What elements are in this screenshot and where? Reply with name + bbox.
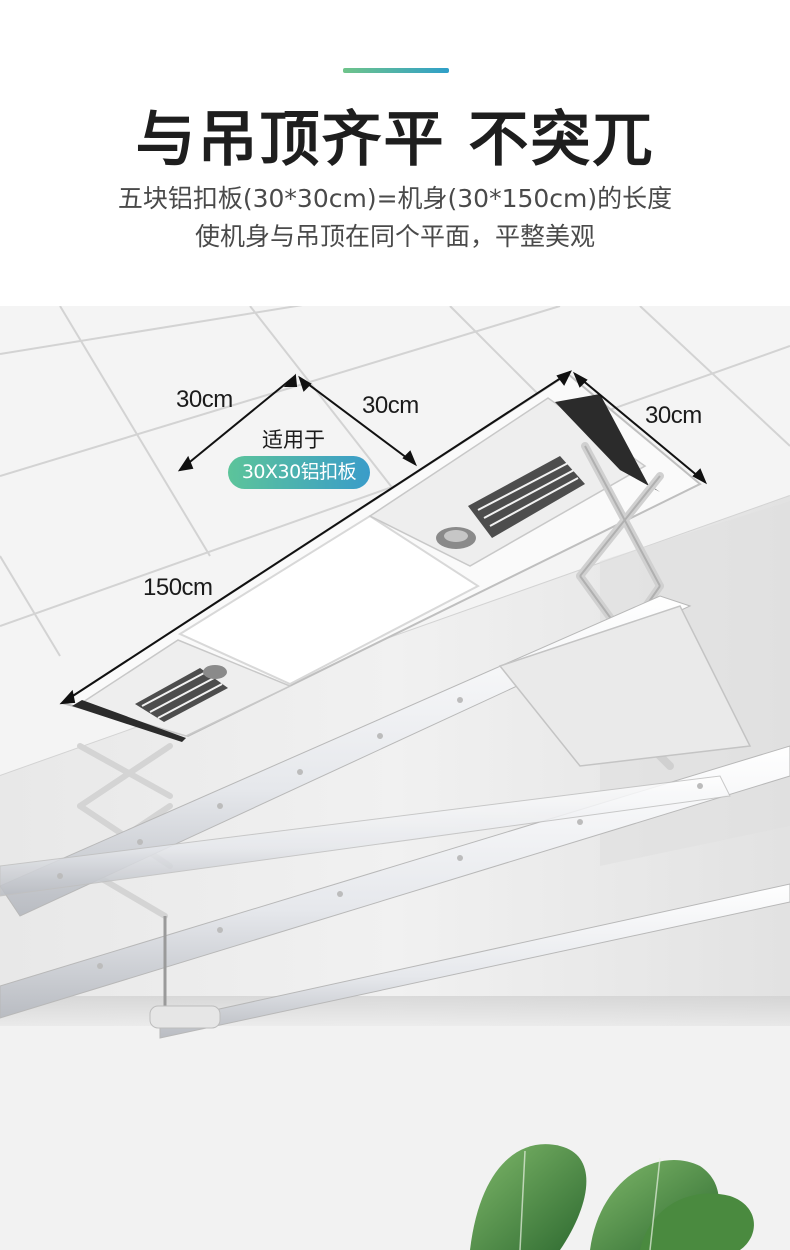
- subtitle-line-1: 五块铝扣板(30*30cm)=机身(30*150cm)的长度: [117, 184, 673, 213]
- page-title: 与吊顶齐平 不突兀: [135, 105, 655, 175]
- suitable-for-label: 适用于: [262, 428, 325, 452]
- subtitle-line-2: 使机身与吊顶在同个平面，平整美观: [194, 222, 595, 251]
- dimension-label-panel-width: 30cm: [176, 386, 233, 413]
- ceiling-unit: [59, 372, 702, 742]
- dimension-lines: [59, 370, 708, 705]
- dimension-label-panel-depth: 30cm: [362, 392, 419, 419]
- dimension-label-unit-width: 30cm: [645, 402, 702, 429]
- product-scene: 30cm 30cm 30cm 150cm: [0, 306, 790, 1250]
- drying-rods: [0, 595, 790, 1039]
- drying-rack-illustration: [0, 306, 790, 1250]
- accent-bar: [343, 68, 449, 73]
- dimension-label-unit-length: 150cm: [143, 574, 213, 601]
- plant-leaves: [470, 1144, 754, 1250]
- panel-size-badge: 30X30铝扣板: [228, 456, 370, 489]
